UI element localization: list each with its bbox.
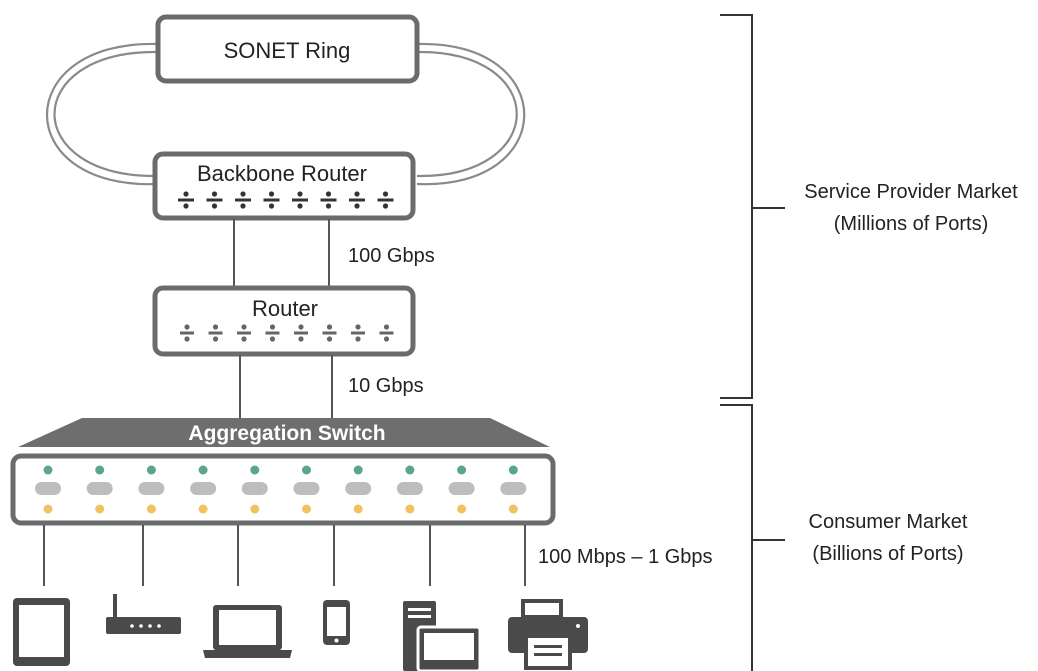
port-icon [180,324,194,342]
router-link-speed: 10 Gbps [348,375,424,397]
laptop-icon [203,605,292,658]
device-link-speed: 100 Mbps – 1 Gbps [538,546,713,568]
port-icon [379,324,394,342]
sonet-ring-label: SONET Ring [224,38,351,63]
backbone-router-node: Backbone Router [152,151,416,221]
port-icon [265,324,280,342]
switch-port [345,465,372,514]
port-icon [237,324,251,342]
printer-icon [508,599,588,670]
tablet-icon [13,598,70,666]
aggregation-switch-node: Aggregation Switch [10,418,556,526]
switch-port [500,465,527,514]
backbone-router-label: Backbone Router [197,161,367,186]
service-provider-bracket [720,14,785,399]
port-icon [206,191,223,209]
sonet-ring-loop [45,42,526,186]
port-icon [349,191,365,209]
aggregation-switch-ports [35,465,527,514]
port-icon [320,191,337,209]
switch-port [35,465,61,514]
switch-port [396,465,423,514]
desktop-computer-icon [403,601,482,671]
aggregation-switch-header [18,418,550,447]
wireless-router-icon [106,594,181,634]
port-icon [178,191,194,209]
port-icon [292,191,308,209]
backbone-router-ports [178,191,394,209]
port-icon [294,324,308,342]
port-icon [377,191,394,209]
switch-port [448,465,475,514]
port-icon [322,324,337,342]
consumer-ports-label: (Billions of Ports) [812,543,963,565]
sonet-ring-node: SONET Ring [155,14,420,84]
port-icon [351,324,365,342]
switch-port [241,465,268,514]
phone-icon [323,600,350,645]
switch-port [293,465,320,514]
switch-port [138,465,165,514]
switch-port [86,465,113,514]
consumer-bracket [720,404,785,671]
router-label: Router [252,296,318,321]
aggregation-switch-label: Aggregation Switch [188,422,385,445]
router-ports [180,324,394,342]
port-icon [235,191,251,209]
switch-port [190,465,217,514]
backbone-link-speed: 100 Gbps [348,245,435,267]
port-icon [263,191,280,209]
port-icon [208,324,223,342]
consumer-market-label: Consumer Market [809,511,968,533]
router-node: Router [152,285,416,357]
device-links [43,525,526,586]
service-provider-ports-label: (Millions of Ports) [834,213,988,235]
service-provider-market-label: Service Provider Market [804,181,1018,203]
